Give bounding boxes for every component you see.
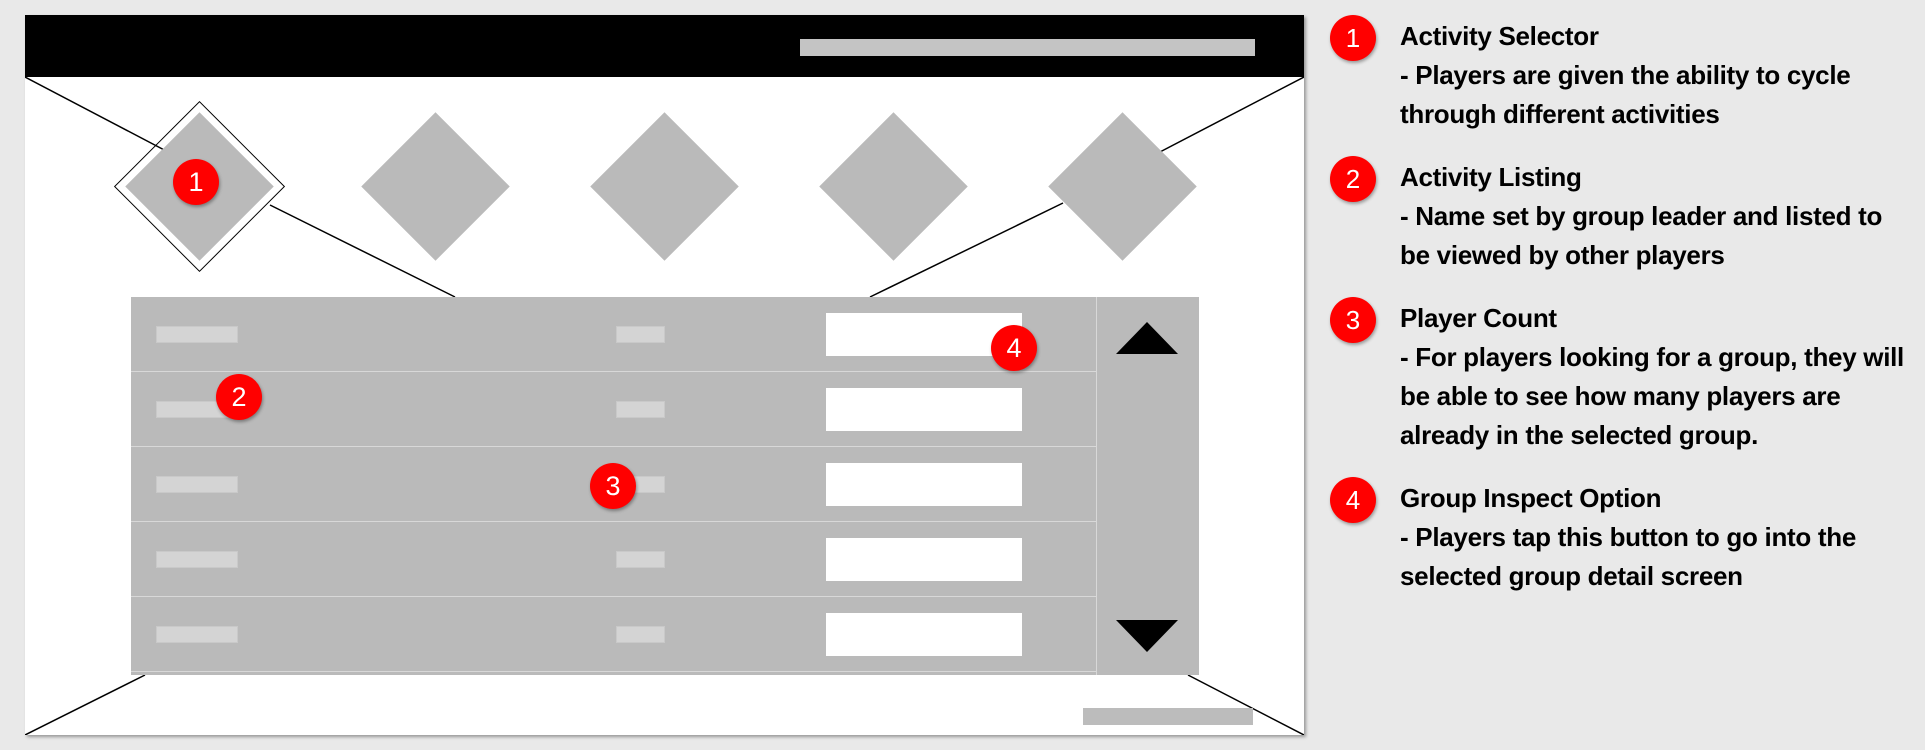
callout-marker-1: 1	[173, 159, 219, 205]
group-inspect-button[interactable]	[826, 538, 1022, 581]
triangle-up-icon	[1116, 322, 1178, 354]
legend-title: Player Count	[1400, 303, 1557, 333]
legend-title: Activity Listing	[1400, 162, 1582, 192]
list-item	[131, 297, 1096, 372]
callout-marker-4: 4	[991, 325, 1037, 371]
legend-description: - Players are given the ability to cycle…	[1400, 60, 1851, 129]
legend-number: 4	[1330, 477, 1376, 523]
activity-listing-panel	[131, 297, 1199, 675]
legend-text: Player Count - For players looking for a…	[1400, 299, 1910, 455]
group-inspect-button[interactable]	[826, 388, 1022, 431]
group-inspect-button[interactable]	[826, 613, 1022, 656]
group-inspect-button[interactable]	[826, 463, 1022, 506]
header-bar	[25, 15, 1304, 77]
callout-marker-2: 2	[216, 374, 262, 420]
triangle-down-icon	[1116, 620, 1178, 652]
legend-text: Activity Listing - Name set by group lea…	[1400, 158, 1910, 275]
player-count-placeholder	[616, 401, 665, 418]
list-item	[131, 522, 1096, 597]
activity-name-placeholder	[156, 476, 238, 493]
legend-description: - Players tap this button to go into the…	[1400, 522, 1856, 591]
legend-description: - Name set by group leader and listed to…	[1400, 201, 1883, 270]
header-text-placeholder	[800, 39, 1255, 56]
player-count-placeholder	[616, 626, 665, 643]
player-count-placeholder	[616, 551, 665, 568]
wireframe-screen: 1 2 3 4	[25, 15, 1304, 735]
scroll-down-button[interactable]	[1115, 619, 1179, 653]
group-inspect-button[interactable]	[826, 313, 1022, 356]
activity-name-placeholder	[156, 626, 238, 643]
legend-number: 1	[1330, 15, 1376, 61]
list-scrollbar[interactable]	[1096, 297, 1199, 675]
perspective-guide-lines	[25, 76, 1304, 735]
callout-marker-3: 3	[590, 463, 636, 509]
player-count-placeholder	[616, 326, 665, 343]
legend-text: Group Inspect Option - Players tap this …	[1400, 479, 1910, 596]
legend-title: Activity Selector	[1400, 21, 1599, 51]
legend-number: 3	[1330, 297, 1376, 343]
scroll-up-button[interactable]	[1115, 321, 1179, 355]
footer-text-placeholder	[1083, 708, 1253, 725]
activity-name-placeholder	[156, 326, 238, 343]
list-item	[131, 372, 1096, 447]
legend-number: 2	[1330, 156, 1376, 202]
legend-description: - For players looking for a group, they …	[1400, 342, 1904, 450]
list-item	[131, 597, 1096, 672]
legend-text: Activity Selector - Players are given th…	[1400, 17, 1910, 134]
legend-title: Group Inspect Option	[1400, 483, 1662, 513]
activity-name-placeholder	[156, 551, 238, 568]
